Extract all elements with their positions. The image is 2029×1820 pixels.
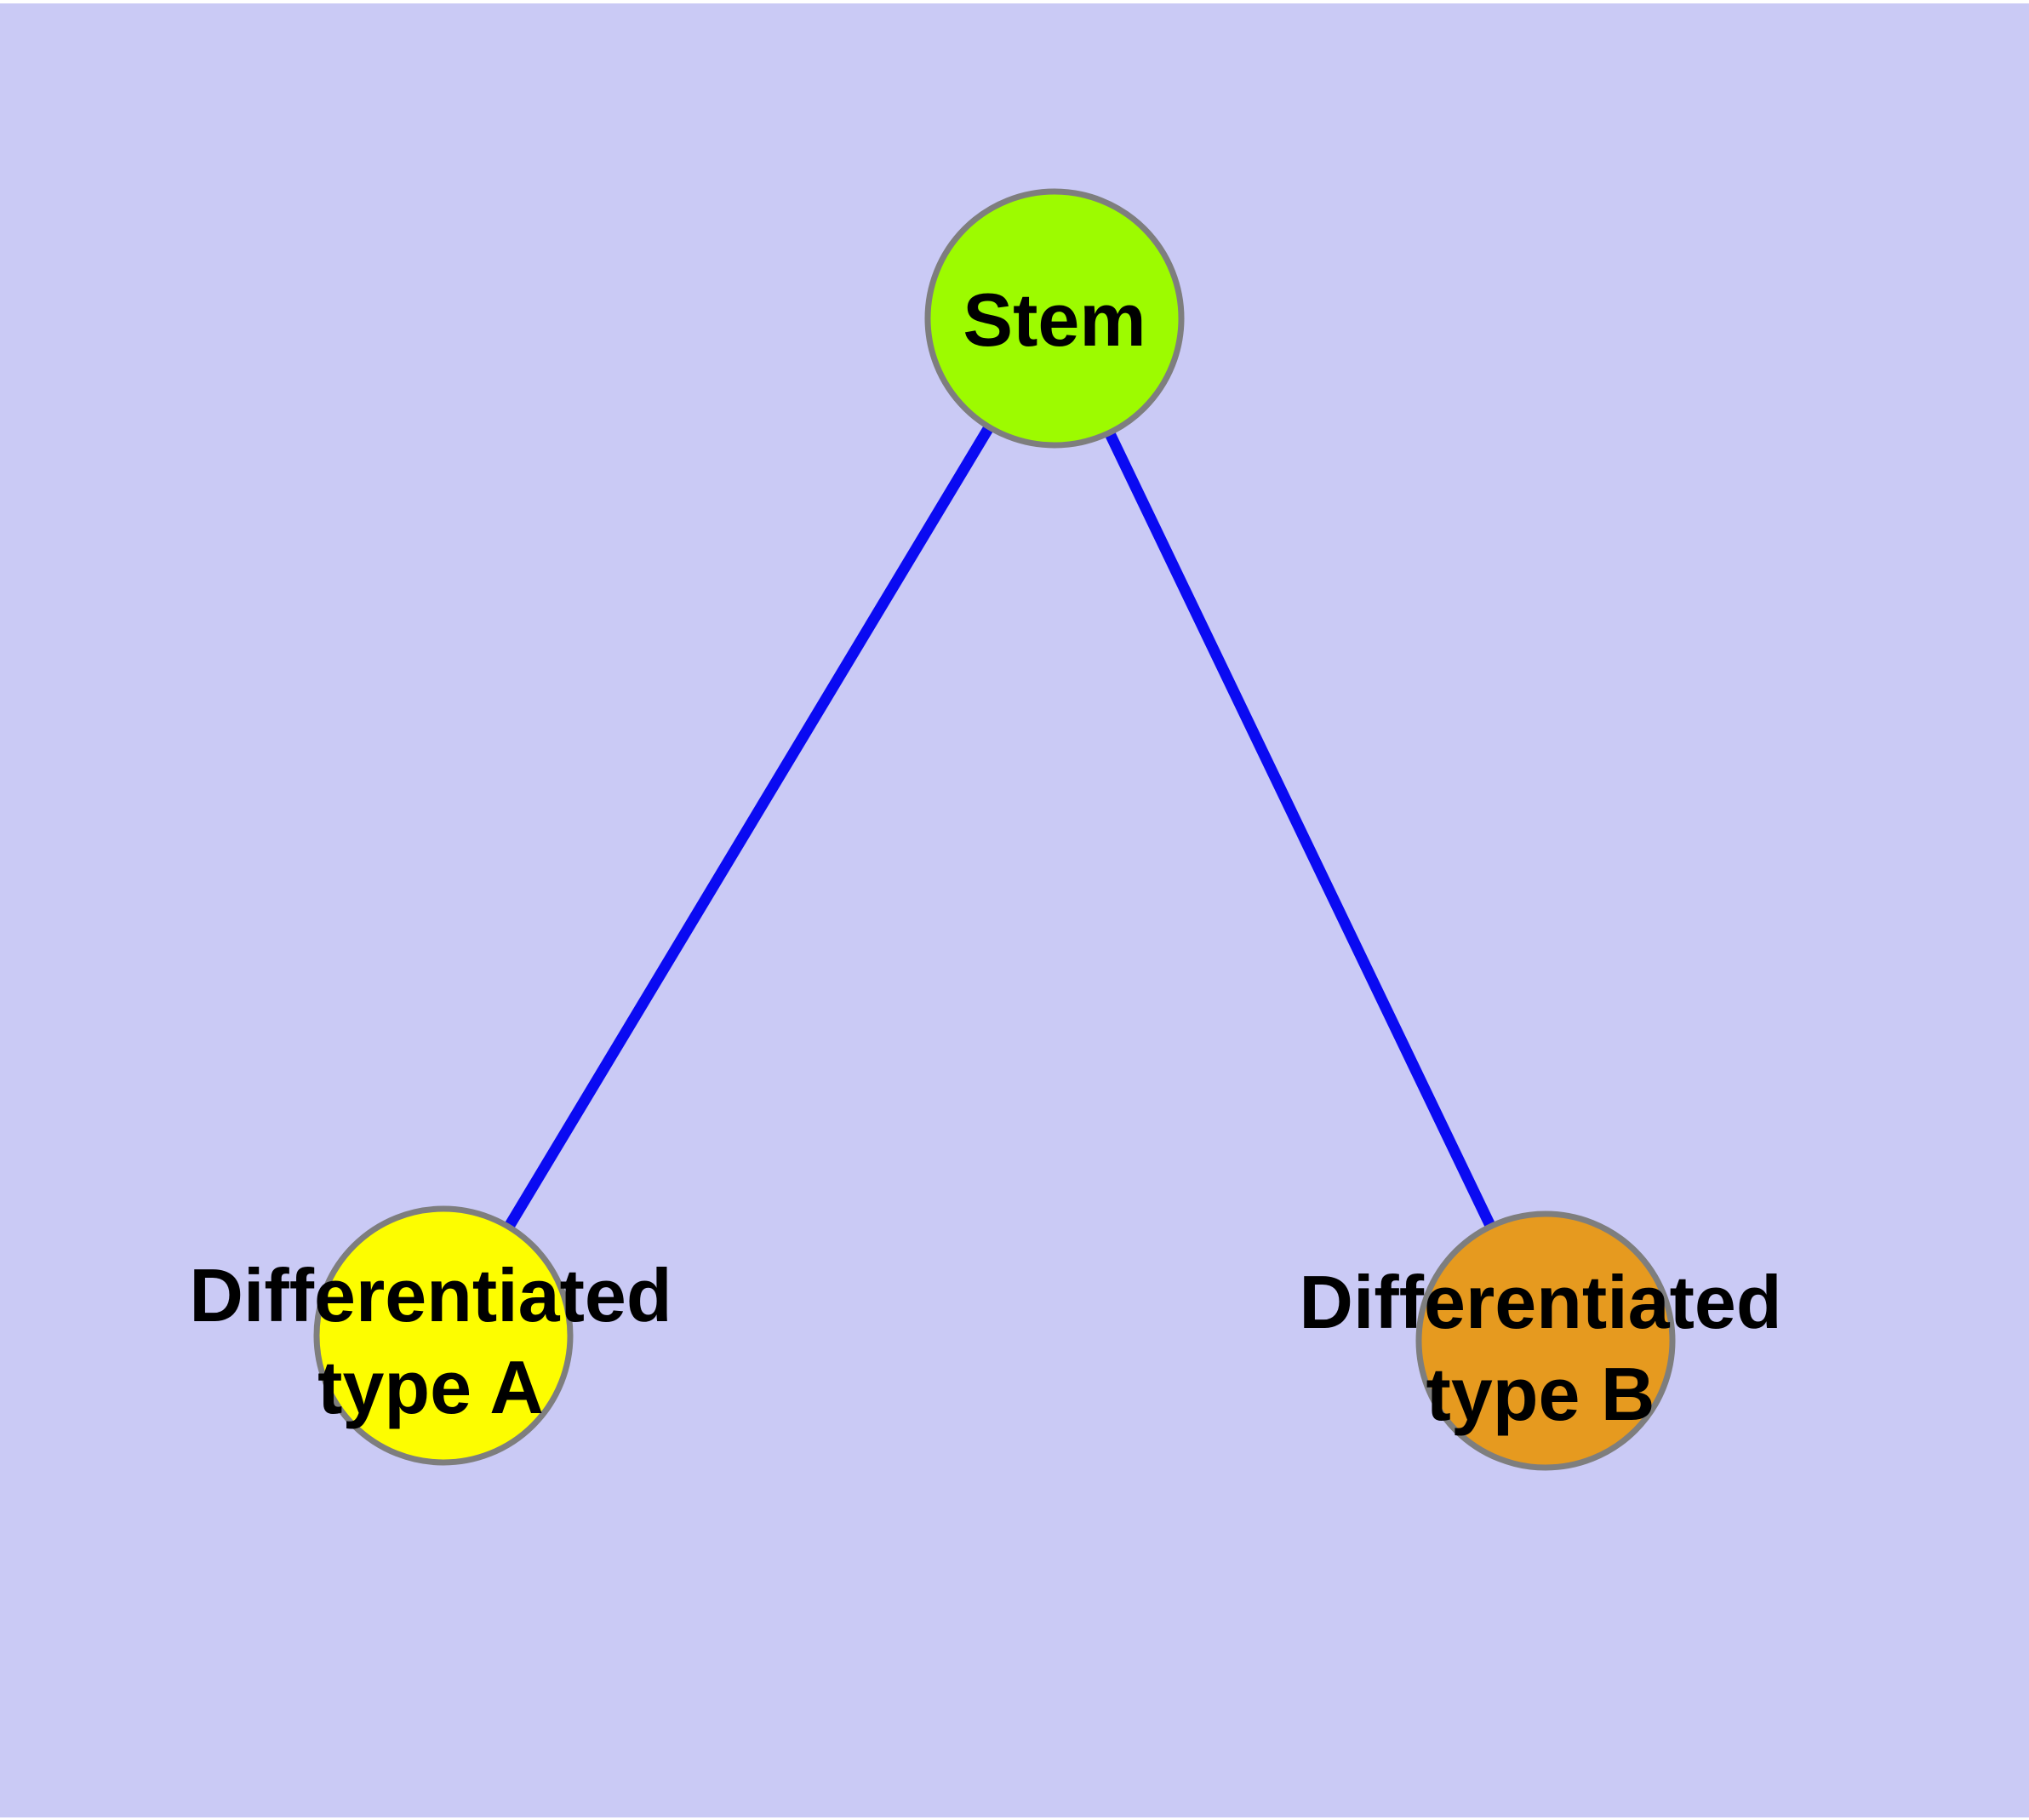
diagram-canvas: Stem Differentiated type A Differentiate… bbox=[0, 3, 2029, 1817]
node-type-a-label-line-1: Differentiated bbox=[189, 1253, 672, 1337]
node-type-b-circle bbox=[1415, 1210, 1676, 1471]
node-type-a-label-line-2: type A bbox=[317, 1345, 544, 1429]
edge-stem-to-type-b bbox=[1049, 316, 1551, 1343]
node-type-b-label-line-1: Differentiated bbox=[1299, 1260, 1782, 1344]
node-type-b-label-line-2: type B bbox=[1426, 1352, 1655, 1436]
edge-stem-to-type-a bbox=[438, 315, 1060, 1339]
node-type-b-label: Differentiated type B bbox=[1299, 1256, 1781, 1440]
node-type-a-circle bbox=[313, 1205, 574, 1466]
node-stem-circle bbox=[924, 188, 1185, 449]
node-stem-label-line: Stem bbox=[963, 278, 1146, 362]
graph-svg bbox=[313, 188, 1676, 1471]
node-type-a-label: Differentiated type A bbox=[189, 1250, 672, 1434]
node-stem-label: Stem bbox=[963, 274, 1146, 366]
